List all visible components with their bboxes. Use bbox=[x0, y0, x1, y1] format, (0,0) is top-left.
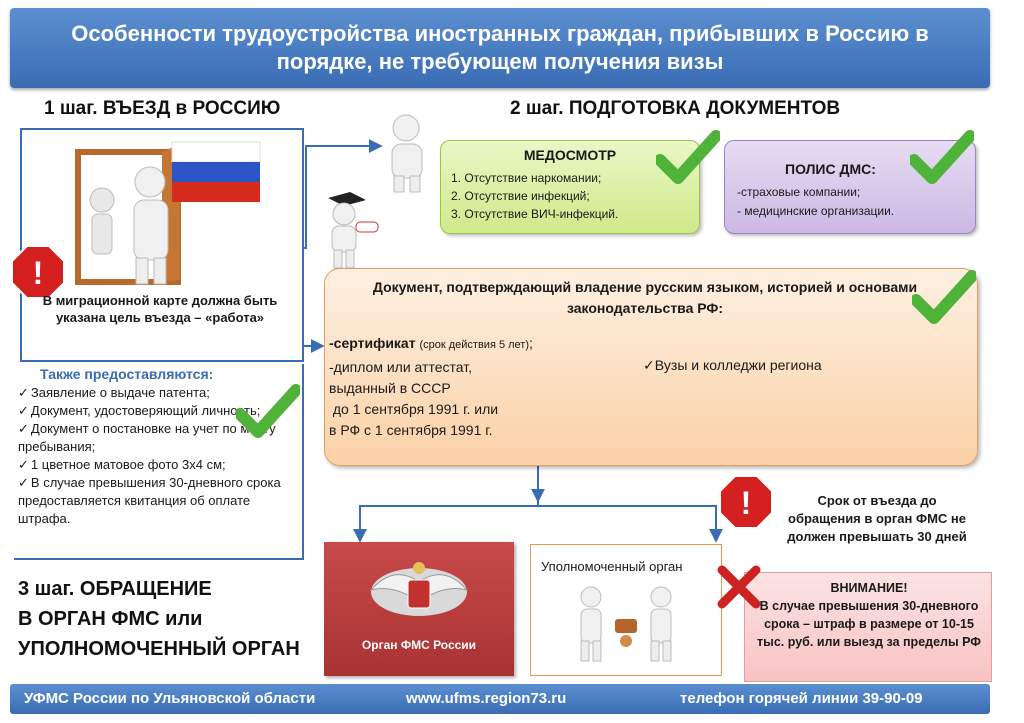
list-item: Заявление о выдаче патента; bbox=[18, 384, 288, 402]
doctor-figure-icon bbox=[391, 114, 423, 193]
list-item: - медицинские организации. bbox=[737, 204, 895, 218]
svg-text:!: ! bbox=[741, 485, 752, 521]
insurance-policy-list: -страховые компании; - медицинские орган… bbox=[737, 183, 894, 221]
step1-heading: 1 шаг. ВЪЕЗД в РОССИЮ bbox=[44, 98, 281, 119]
universities-note: ✓Вузы и колледжи региона bbox=[643, 357, 822, 373]
page-title: Особенности трудоустройства иностранных … bbox=[71, 21, 929, 74]
list-item: -страховые компании; bbox=[737, 185, 861, 199]
authorized-body-label: Уполномоченный орган bbox=[541, 559, 683, 574]
certificate-end: ; bbox=[529, 335, 533, 351]
diploma-line: выданный в СССР bbox=[329, 380, 451, 396]
step3-heading: 3 шаг. ОБРАЩЕНИЕ В ОРГАН ФМС или УПОЛНОМ… bbox=[18, 574, 300, 664]
check-icon bbox=[912, 270, 976, 324]
authorized-body-box: Уполномоченный орган bbox=[530, 544, 722, 676]
diploma-line: в РФ с 1 сентября 1991 г. bbox=[329, 422, 493, 438]
deadline-note: Срок от въезда до обращения в орган ФМС … bbox=[787, 493, 967, 544]
check-icon bbox=[910, 130, 974, 184]
list-item: 1 цветное матовое фото 3х4 см; bbox=[18, 456, 288, 474]
entry-door-icon bbox=[75, 141, 261, 285]
fms-office-label: Орган ФМС России bbox=[361, 638, 477, 652]
step2-heading: 2 шаг. ПОДГОТОВКА ДОКУМЕНТОВ bbox=[510, 98, 841, 119]
also-provided-box bbox=[14, 364, 304, 560]
alert-octagon-icon: ! bbox=[11, 245, 65, 299]
footer-hotline: телефон горячей линии 39-90-09 bbox=[680, 690, 923, 707]
footer-org: УФМС России по Ульяновской области bbox=[24, 690, 316, 707]
insurance-policy-box: ПОЛИС ДМС: -страховые компании; - медици… bbox=[724, 140, 976, 234]
diploma-line: до 1 сентября 1991 г. или bbox=[329, 401, 499, 417]
alert-octagon-icon: ! bbox=[719, 475, 773, 529]
medical-exam-title: МЕДОСМОТР bbox=[523, 147, 617, 163]
footer-bar: УФМС России по Ульяновской области www.u… bbox=[10, 684, 990, 714]
list-item: Документ о постановке на учет по месту п… bbox=[18, 420, 288, 456]
certificate-validity: (срок действия 5 лет) bbox=[419, 339, 530, 351]
diploma-line: -диплом или аттестат, bbox=[329, 359, 472, 375]
language-document-box: Документ, подтверждающий владение русски… bbox=[324, 268, 978, 466]
step3-line: УПОЛНОМОЧЕННЫЙ ОРГАН bbox=[18, 638, 300, 660]
graduate-figure-icon bbox=[328, 192, 379, 269]
check-icon bbox=[656, 130, 720, 184]
certificate-line: -сертификат (срок действия 5 лет); bbox=[329, 335, 533, 351]
warning-text: ВНИМАНИЕ! В случае превышения 30-дневног… bbox=[751, 579, 987, 651]
diploma-lines: -диплом или аттестат, выданный в СССР до… bbox=[329, 357, 498, 441]
certificate-label: -сертификат bbox=[329, 335, 416, 351]
also-provided-list: Заявление о выдаче патента; Документ, уд… bbox=[18, 384, 288, 528]
medical-exam-list: 1. Отсутствие наркомании; 2. Отсутствие … bbox=[451, 169, 618, 223]
eagle-emblem-icon bbox=[369, 562, 469, 616]
language-document-title: Документ, подтверждающий владение русски… bbox=[372, 279, 918, 316]
warning-body: В случае превышения 30-дневного срока – … bbox=[757, 599, 981, 649]
check-icon bbox=[236, 384, 300, 438]
list-item: В случае превышения 30-дневного срока пр… bbox=[18, 474, 288, 528]
step3-line: В ОРГАН ФМС или bbox=[18, 608, 203, 630]
title-banner: Особенности трудоустройства иностранных … bbox=[10, 8, 990, 88]
svg-text:!: ! bbox=[33, 255, 44, 291]
step3-line: 3 шаг. ОБРАЩЕНИЕ bbox=[18, 578, 212, 600]
insurance-policy-title: ПОЛИС ДМС: bbox=[785, 161, 876, 177]
entry-illustration-box bbox=[20, 128, 304, 362]
footer-website-link[interactable]: www.ufms.region73.ru bbox=[406, 690, 567, 707]
warning-box: ВНИМАНИЕ! В случае превышения 30-дневног… bbox=[744, 572, 992, 682]
list-item: 1. Отсутствие наркомании; bbox=[451, 171, 602, 185]
handshake-figures-icon bbox=[580, 586, 672, 662]
cross-icon bbox=[717, 565, 761, 609]
fms-office-box: Орган ФМС России bbox=[324, 542, 514, 676]
warning-title: ВНИМАНИЕ! bbox=[830, 581, 908, 595]
list-item: 3. Отсутствие ВИЧ-инфекций. bbox=[451, 207, 619, 221]
list-item: Документ, удостоверяющий личность; bbox=[18, 402, 288, 420]
migration-card-note: В миграционной карте должна быть указана… bbox=[42, 293, 278, 325]
also-provided-title: Также предоставляются: bbox=[40, 366, 214, 382]
list-item: 2. Отсутствие инфекций; bbox=[451, 189, 590, 203]
